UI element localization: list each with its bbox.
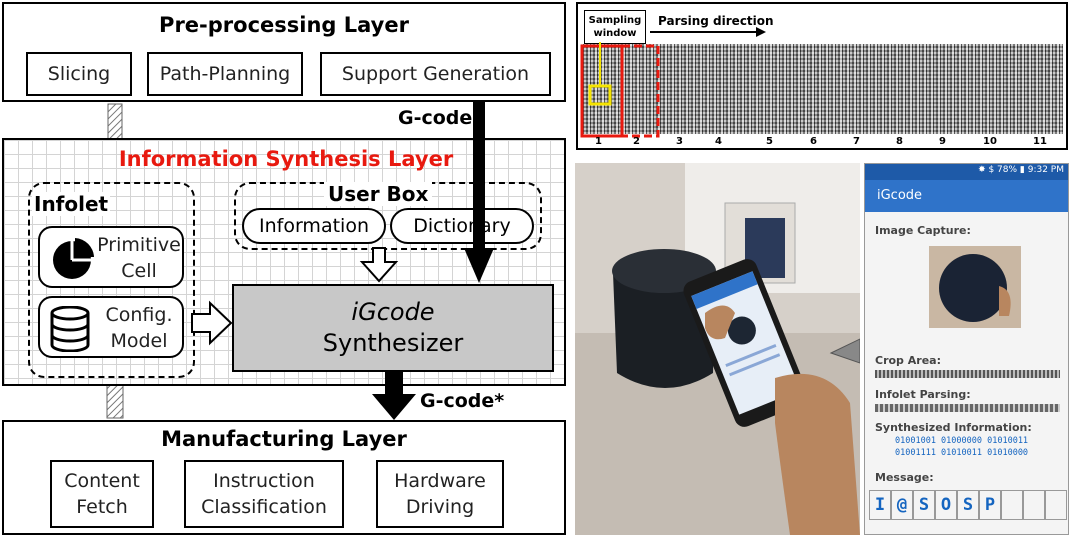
config-model-box: Config. Model	[38, 296, 184, 358]
support-generation-module: Support Generation	[320, 52, 551, 96]
architecture-diagram: Pre-processing Layer Slicing Path-Planni…	[2, 2, 566, 535]
message-cell	[1001, 490, 1023, 520]
tick-11: 11	[1033, 136, 1047, 147]
infolet-title: Infolet	[32, 192, 111, 216]
infolet-parsing-strip	[875, 404, 1060, 412]
instruction-line1: Instruction	[213, 470, 315, 492]
synthesizer-label: Synthesizer	[322, 329, 464, 357]
hardware-driving-module: Hardware Driving	[376, 460, 504, 528]
parsing-overlay	[580, 27, 766, 138]
config-line1: Config.	[105, 304, 173, 326]
app-screenshot: ✸ $ 78% ▮ 9:32 PM iGcode Image Capture: …	[864, 163, 1069, 535]
content-fetch-module: Content Fetch	[50, 460, 154, 528]
callout-pointer	[829, 338, 860, 364]
message-cell: S	[957, 490, 979, 520]
captured-image	[929, 246, 1021, 328]
app-title: iGcode	[877, 188, 923, 203]
information-pill: Information	[242, 208, 386, 244]
image-capture-label: Image Capture:	[875, 224, 971, 237]
tick-labels: 1 2 3 4 5 6 7 8 9 10 11	[578, 136, 1066, 150]
slicing-module: Slicing	[26, 52, 132, 96]
hardware-line2: Driving	[405, 496, 475, 518]
tick-4: 4	[715, 136, 722, 147]
message-cell: O	[935, 490, 957, 520]
database-icon	[50, 306, 90, 352]
tick-2: 2	[633, 136, 640, 147]
parsing-direction-arrow	[756, 27, 766, 37]
primitive-line2: Cell	[121, 260, 157, 282]
app-bar: iGcode	[865, 180, 1068, 212]
tick-8: 8	[896, 136, 903, 147]
message-cell	[1045, 490, 1067, 520]
information-arrow	[359, 247, 399, 283]
tick-5: 5	[766, 136, 773, 147]
tick-1: 1	[595, 136, 602, 147]
message-cell: S	[913, 490, 935, 520]
message-row: I @ S O S P	[869, 490, 1067, 520]
binary-line-2: 01001111 01010011 01010000	[895, 448, 1029, 458]
pie-chart-icon	[53, 238, 94, 279]
status-text: ✸ $ 78% ▮ 9:32 PM	[978, 165, 1064, 175]
info-synthesis-title: Information Synthesis Layer	[118, 147, 454, 171]
message-label: Message:	[875, 471, 934, 484]
instruction-line2: Classification	[201, 496, 327, 518]
tick-6: 6	[810, 136, 817, 147]
preprocessing-layer-title: Pre-processing Layer	[159, 13, 409, 37]
sampling-line1: Sampling	[588, 15, 642, 26]
hardware-line1: Hardware	[394, 470, 486, 492]
yellow-sample	[588, 84, 612, 106]
path-planning-module: Path-Planning	[147, 52, 303, 96]
message-cell: I	[869, 490, 891, 520]
content-fetch-line1: Content	[64, 470, 140, 492]
config-line2: Model	[110, 330, 168, 352]
sampling-line2: window	[593, 28, 637, 39]
flow-arrows	[191, 102, 494, 420]
cup-thumbnail	[929, 246, 1021, 328]
tick-7: 7	[853, 136, 860, 147]
user-box-title: User Box	[324, 182, 433, 206]
parsing-direction-label: Parsing direction	[658, 14, 774, 28]
info-synthesis-layer: Information Synthesis Layer Infolet Prim…	[2, 138, 566, 386]
gcode-star-label: G-code*	[420, 390, 505, 412]
dictionary-pill: Dictionary	[390, 208, 534, 244]
primitive-line1: Primitive	[97, 234, 181, 256]
gcode-label: G-code	[398, 107, 473, 129]
parsing-panel: Sampling window Parsing direction 1 2 3 …	[576, 2, 1068, 150]
igcode-synthesizer: iGcode Synthesizer	[232, 284, 554, 372]
infolet-texture	[581, 44, 1063, 134]
content-fetch-line2: Fetch	[76, 496, 128, 518]
tick-9: 9	[939, 136, 946, 147]
crop-area-label: Crop Area:	[875, 354, 941, 367]
message-cell	[1023, 490, 1045, 520]
status-bar: ✸ $ 78% ▮ 9:32 PM	[865, 164, 1068, 180]
instruction-classification-module: Instruction Classification	[184, 460, 344, 528]
binary-line-1: 01001001 01000000 01010011	[895, 436, 1029, 446]
gcode-arrow-head	[464, 248, 494, 283]
infolet-parsing-label: Infolet Parsing:	[875, 388, 971, 401]
infolet-box: Infolet Primitive Cell Config.	[28, 182, 195, 378]
crop-area-strip	[875, 370, 1060, 378]
phone-photo	[575, 163, 860, 535]
sampling-window-box: Sampling window	[584, 10, 646, 44]
tick-3: 3	[676, 136, 683, 147]
message-cell: P	[979, 490, 1001, 520]
synthesized-label: Synthesized Information:	[875, 421, 1032, 434]
message-cell: @	[891, 490, 913, 520]
gcode-arrow-shaft	[473, 102, 485, 248]
infolet-to-synth-arrow	[191, 300, 233, 346]
gcode-star-arrow-shaft	[385, 372, 403, 394]
user-box: User Box Information Dictionary	[234, 182, 542, 250]
tick-10: 10	[983, 136, 997, 147]
manufacturing-layer-title: Manufacturing Layer	[161, 427, 407, 451]
primitive-cell-box: Primitive Cell	[38, 226, 184, 288]
red-window-2	[620, 44, 660, 138]
red-window-1	[580, 44, 624, 138]
manufacturing-layer: Manufacturing Layer Content Fetch Instru…	[2, 420, 566, 535]
photo-scene	[575, 163, 860, 535]
synthesizer-name: iGcode	[351, 298, 435, 326]
preprocessing-layer: Pre-processing Layer Slicing Path-Planni…	[2, 2, 566, 102]
gcode-star-arrow-head	[372, 394, 416, 420]
